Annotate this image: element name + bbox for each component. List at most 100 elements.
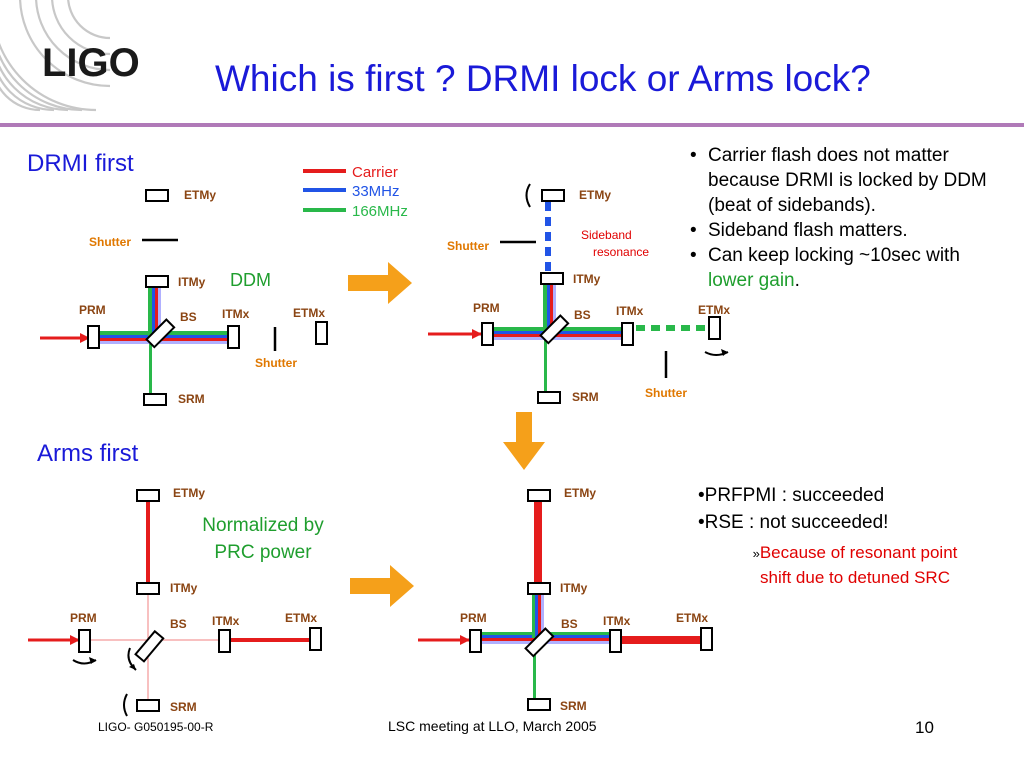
prm-motion-arrow [89,657,96,664]
label-prm: PRM [460,611,487,625]
beam-blue-h [100,335,236,338]
legend: Carrier 33MHz 166MHz [303,164,408,220]
label-etmy: ETMy [564,486,596,500]
label-bs: BS [180,310,197,324]
normalized-line1: Normalized by [202,515,324,536]
label-itmy: ITMy [178,275,206,289]
input-arrow [460,635,470,645]
label-shutter-y: Shutter [89,235,131,249]
footer-meeting: LSC meeting at LLO, March 2005 [388,718,597,734]
beam-light-v [158,283,161,339]
label-shutter-x: Shutter [645,386,687,400]
label-prm: PRM [70,611,97,625]
prm-mirror [87,325,100,349]
itmx-mirror [218,629,231,653]
beam-light-v [553,280,556,336]
title-divider [0,123,1024,127]
label-etmx: ETMx [676,611,708,625]
beam-srm [533,647,536,699]
label-itmy: ITMy [560,581,588,595]
beam-srm [544,340,547,392]
sub-bullet-marker: » [752,546,760,561]
itmx-mirror [609,629,622,653]
beam-light-h [100,341,236,344]
bullet-item: •Sideband flash matters. [690,220,908,241]
label-itmx: ITMx [616,304,644,318]
bullet-text: PRFPMI : succeeded [704,485,885,506]
bs-mirror [539,314,570,345]
legend-carrier-label: Carrier [352,164,398,181]
label-srm: SRM [572,390,599,404]
arrow-down [503,412,545,470]
legend-33mhz-label: 33MHz [352,183,400,200]
etmy-mirror [527,489,551,502]
label-bs: BS [561,617,578,631]
label-ddm: DDM [230,270,271,290]
srm-mirror [136,699,160,712]
beam-red-v [155,283,158,339]
label-etmy: ETMy [173,486,205,500]
arm-y-carrier-strong [534,502,542,584]
etmx-mirror [315,321,328,345]
itmx-mirror [621,322,634,346]
etmx-mirror [700,627,713,651]
beam-green-v [148,283,152,339]
label-etmy: ETMy [579,188,611,202]
bs-mirror [524,627,555,658]
bullet-rse: •RSE : not succeeded! [698,512,889,533]
bs-motion-arrow [129,664,136,670]
bullet-text: Carrier flash does not matter because DR… [708,145,987,216]
label-itmx: ITMx [222,307,250,321]
label-resonance: resonance [593,245,649,259]
label-shutter-y: Shutter [447,239,489,253]
srm-motion-mark [123,693,128,717]
bullet-text-green: lower gain [708,270,795,291]
etmx-mirror [708,316,721,340]
bullet-text-suffix: . [794,270,800,291]
prm-mirror [78,629,91,653]
section-drmi-first: DRMI first [27,150,134,177]
bullets-top: •Carrier flash does not matter because D… [686,143,1008,293]
diagram-arms-first-before: ETMy ITMy PRM BS ITMx ETMx SRM [28,486,322,717]
arm-y-carrier [146,502,150,582]
beam-green-v [543,280,547,336]
itmy-mirror [540,272,564,285]
label-prm: PRM [79,303,106,317]
input-arrow [70,635,80,645]
label-etmx: ETMx [293,306,325,320]
label-prm: PRM [473,301,500,315]
etmy-mirror [136,489,160,502]
bullet-text: Sideband flash matters. [708,220,908,241]
normalized-note: Normalized by PRC power [183,512,343,566]
bullet-text: RSE : not succeeded! [704,512,889,533]
itmy-mirror [527,582,551,595]
label-bs: BS [574,308,591,322]
bs-mirror [145,318,176,349]
footer-doc-id: LIGO- G050195-00-R [98,720,214,734]
diagram-arms-first-after: ETMy ITMy PRM BS ITMx ETMx SRM [418,486,713,713]
beam-blue-v [535,594,538,638]
bullet-prfpmi: •PRFPMI : succeeded [698,485,885,506]
arrow-right-bottom [350,565,414,607]
itmy-mirror [145,275,169,288]
diagram-drmi-first-after: ETMy ITMy PRM BS ITMx ETMx SRM Shutter S… [428,183,730,404]
beam-light-h [492,337,626,340]
prm-mirror [469,629,482,653]
sub-bullet-line1: Because of resonant point [759,543,958,562]
beam-red-v [538,594,541,638]
label-itmy: ITMy [573,272,601,286]
beam-light-v [541,594,544,638]
etmx-motion-arrow [721,349,728,356]
legend-166mhz-label: 166MHz [352,203,408,220]
srm-mirror [143,393,167,406]
arrow-right-top [348,262,412,304]
label-etmx: ETMx [285,611,317,625]
section-arms-first: Arms first [37,440,139,467]
srm-mirror [537,391,561,404]
diagram-drmi-first-before: ETMy ITMy PRM BS ITMx ETMx SRM Shutter S… [40,188,328,406]
etmy-motion-mark [525,183,531,208]
label-shutter-x: Shutter [255,356,297,370]
bullet-text-prefix: Can keep locking ~10sec with [708,245,960,266]
